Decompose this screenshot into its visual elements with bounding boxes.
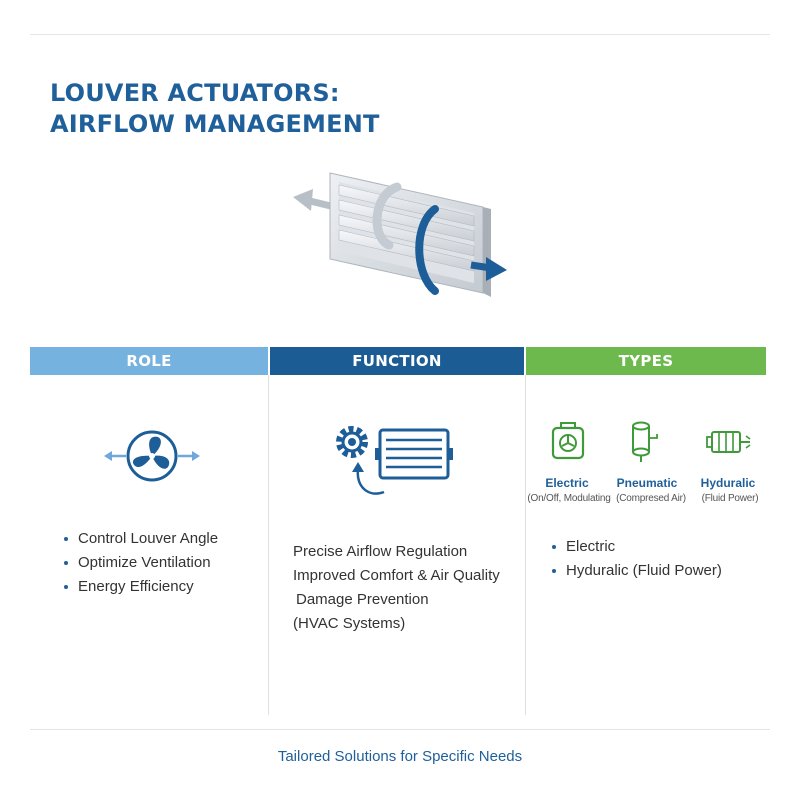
column-divider: [268, 375, 269, 715]
list-item: Electric: [552, 535, 722, 559]
gear-louver-icon: [336, 426, 453, 495]
airflow-out-arrow-icon: [470, 257, 507, 281]
function-header: FUNCTION: [270, 347, 524, 375]
top-divider: [30, 34, 770, 35]
types-list: Electric Hyduralic (Fluid Power): [552, 535, 722, 583]
column-divider: [525, 375, 526, 715]
role-list: Control Louver Angle Optimize Ventilatio…: [63, 527, 218, 599]
type-sub-pneumatic: (Compresed Air): [616, 493, 686, 504]
types-header: TYPES: [526, 347, 766, 375]
bottom-divider: [30, 729, 770, 730]
page-title: LOUVER ACTUATORS: AIRFLOW MANAGEMENT: [50, 78, 470, 140]
list-item: Energy Efficiency: [63, 575, 218, 599]
list-item: Hyduralic (Fluid Power): [552, 559, 722, 583]
type-label-pneumatic: Pneumatic: [616, 476, 678, 490]
title-line-2: AIRFLOW MANAGEMENT: [50, 110, 380, 138]
function-line: Improved Comfort & Air Quality: [293, 567, 500, 584]
list-item: Optimize Ventilation: [63, 551, 218, 575]
louver-airflow-illustration: [293, 172, 507, 297]
type-sub-electric: (On/Off, Modulating: [527, 493, 611, 504]
fan-with-arrows-icon: [104, 430, 200, 482]
function-line: (HVAC Systems): [293, 615, 406, 632]
hydraulic-actuator-icon: [706, 431, 751, 453]
function-list: Precise Airflow Regulation Improved Comf…: [293, 540, 500, 636]
function-line: Damage Prevention: [296, 591, 429, 608]
type-label-hydraulic: Hyduralic: [700, 476, 756, 490]
type-sub-hydraulic: (Fluid Power): [701, 493, 759, 504]
louver-slats: [338, 184, 475, 272]
pneumatic-actuator-icon: [632, 421, 658, 462]
type-label-electric: Electric: [545, 476, 589, 490]
gear-icon: [336, 426, 368, 458]
electric-actuator-icon: [551, 422, 585, 460]
title-line-1: LOUVER ACTUATORS:: [50, 79, 340, 107]
footer-tagline: Tailored Solutions for Specific Needs: [277, 748, 523, 765]
list-item: Control Louver Angle: [63, 527, 218, 551]
function-line: Precise Airflow Regulation: [293, 543, 468, 560]
role-header: ROLE: [30, 347, 268, 375]
